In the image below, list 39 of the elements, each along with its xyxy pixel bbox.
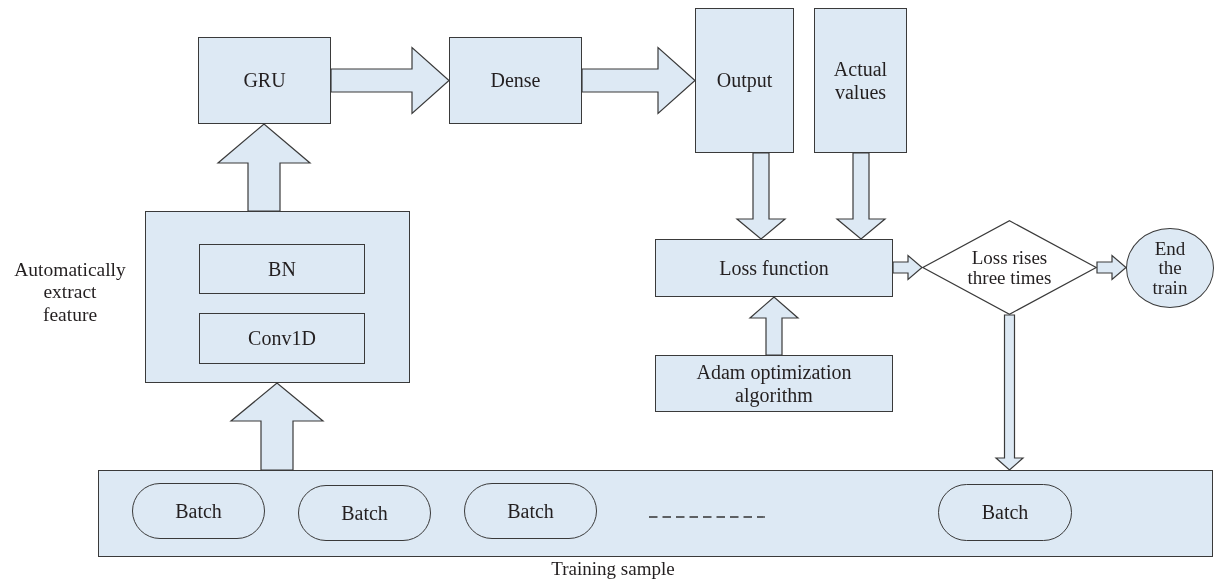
layer-box: [198, 37, 331, 124]
block-arrow: [735, 152, 787, 240]
node-label: Adam optimization algorithm: [695, 360, 853, 407]
node-label: Dense: [490, 69, 541, 92]
block-arrow: [216, 123, 312, 212]
node-label: Batch: [341, 501, 388, 525]
node-label: Training sample: [550, 559, 676, 580]
node-label: Automatically extract feature: [13, 259, 127, 327]
node-label: End the train: [1151, 238, 1189, 298]
node-label: Batch: [175, 499, 222, 523]
block-arrow: [835, 152, 887, 240]
block-arrow: [581, 46, 696, 115]
batch-pill: [132, 483, 265, 539]
node-label: Conv1D: [248, 327, 316, 350]
layer-box: [449, 37, 582, 124]
batch-pill: [464, 483, 597, 539]
block-arrow: [229, 382, 325, 471]
block-arrow: [748, 296, 800, 356]
block-arrow: [1096, 254, 1127, 281]
actual-values-box: [814, 8, 907, 153]
node-label: Actual values: [832, 57, 889, 104]
layer-box: [199, 244, 365, 294]
block-arrow: [330, 46, 450, 115]
block-arrow: [994, 314, 1025, 471]
node-label: Output: [716, 69, 773, 92]
layer-box: [199, 313, 365, 364]
block-arrow: [892, 254, 923, 281]
node-label: Loss function: [719, 256, 829, 280]
node-label: BN: [268, 257, 296, 281]
batch-pill: [298, 485, 431, 541]
loss-function-box: [655, 239, 893, 297]
batch-pill: [938, 484, 1072, 541]
node-label: Loss rises three times: [966, 247, 1053, 288]
node-label: Batch: [981, 501, 1029, 524]
node-label: Batch: [507, 499, 554, 523]
node-label: GRU: [243, 69, 286, 92]
optimizer-box: [655, 355, 893, 412]
output-box: [695, 8, 794, 153]
decision-diamond: [922, 220, 1097, 315]
